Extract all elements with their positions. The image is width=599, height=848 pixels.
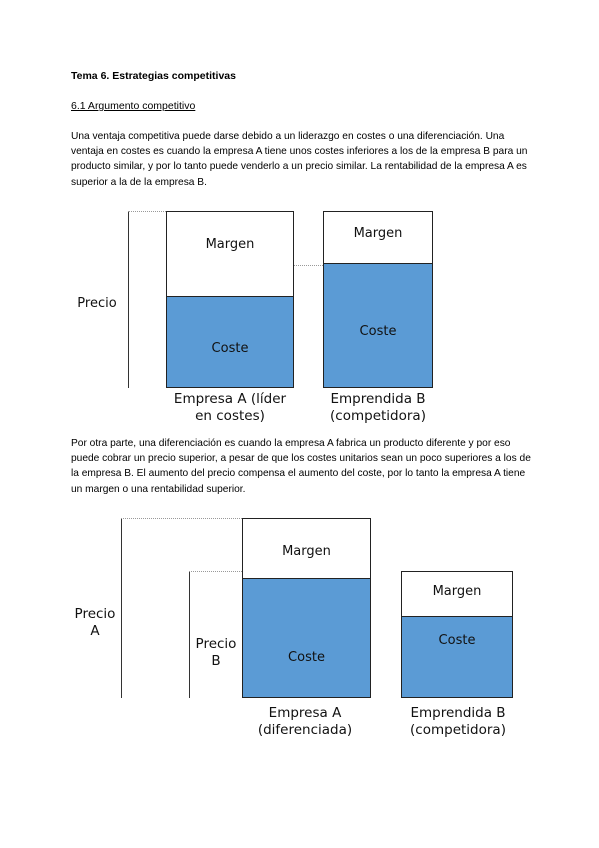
cost-label: Coste bbox=[359, 324, 397, 339]
cost-label: Coste bbox=[288, 650, 325, 665]
caption-emprendida-b: Emprendida B (competidora) bbox=[410, 705, 506, 738]
caption-empresa-a: Empresa A (líder en costes) bbox=[173, 391, 287, 424]
paragraph-cost-advantage: Una ventaja competitiva puede darse debi… bbox=[71, 131, 528, 188]
cost-label: Coste bbox=[438, 633, 476, 648]
caption-empresa-a: Empresa A (diferenciada) bbox=[257, 705, 353, 738]
price-a-guide-line bbox=[121, 518, 242, 519]
cost-segment bbox=[324, 263, 432, 387]
price-axis-line bbox=[128, 211, 129, 388]
cost-segment bbox=[402, 616, 512, 697]
margin-label: Margen bbox=[205, 237, 255, 252]
price-guide-line bbox=[293, 265, 323, 266]
bar-emprendida-b bbox=[401, 571, 513, 698]
price-a-label: Precio A bbox=[74, 606, 116, 639]
paragraph-differentiation: Por otra parte, una diferenciación es cu… bbox=[71, 438, 531, 495]
cost-segment bbox=[243, 578, 370, 697]
price-b-label: Precio B bbox=[195, 636, 237, 669]
bar-emprendida-b bbox=[323, 211, 433, 388]
cost-segment bbox=[167, 296, 293, 387]
margin-label: Margen bbox=[432, 584, 482, 599]
bar-empresa-a bbox=[242, 518, 371, 698]
document-title: Tema 6. Estrategias competitivas bbox=[71, 70, 236, 82]
price-a-axis-line bbox=[121, 518, 122, 698]
section-heading: 6.1 Argumento competitivo bbox=[71, 100, 196, 112]
price-guide-line bbox=[128, 211, 166, 212]
price-b-axis-line bbox=[189, 571, 190, 698]
caption-emprendida-b: Emprendida B (competidora) bbox=[330, 391, 426, 424]
margin-label: Margen bbox=[353, 226, 403, 241]
bar-empresa-a bbox=[166, 211, 294, 388]
margin-label: Margen bbox=[282, 544, 331, 559]
cost-label: Coste bbox=[211, 341, 249, 356]
price-b-guide-line bbox=[189, 571, 242, 572]
price-label: Precio bbox=[77, 296, 117, 311]
